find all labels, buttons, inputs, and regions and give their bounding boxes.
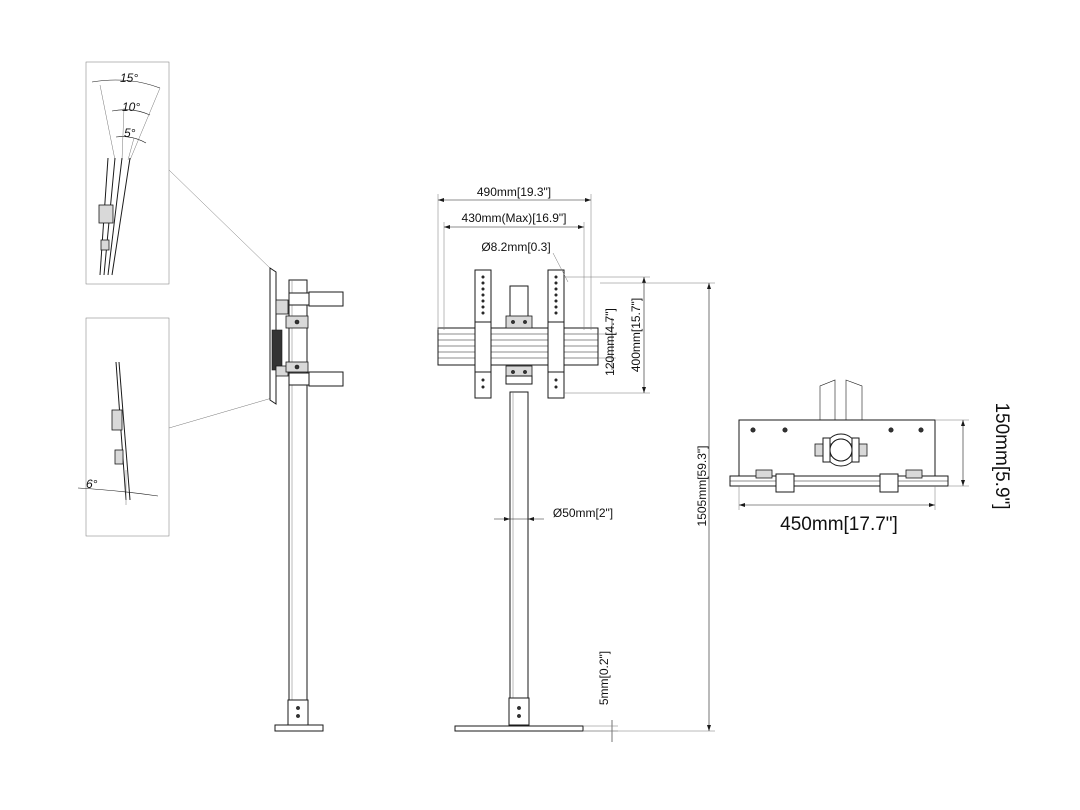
left-rail-holes: [481, 275, 485, 389]
height-400-label: 400mm[15.7"]: [629, 298, 643, 372]
top-view: 450mm[17.7"] 150mm[5.9"]: [729, 379, 1012, 535]
total-height-label: 1505mm[59.3"]: [695, 446, 709, 527]
width-430-label: 430mm(Max)[16.9"]: [462, 211, 567, 225]
side-view: [269, 267, 344, 732]
right-rail-holes: [554, 275, 558, 389]
height-120-label: 120mm[4.7"]: [603, 308, 617, 376]
tilt-angle-15-label: 15°: [120, 71, 138, 85]
detail-leader-top: [168, 169, 273, 271]
tilt-angle-10-label: 10°: [122, 100, 140, 114]
top-width-label: 450mm[17.7"]: [780, 514, 898, 535]
forward-tilt-detail-box: 6°: [77, 317, 170, 537]
width-490-label: 490mm[19.3"]: [477, 185, 551, 199]
base-thickness-label: 5mm[0.2"]: [597, 651, 611, 705]
detail-leader-bottom: [168, 397, 273, 429]
pole-diameter-label: Ø50mm[2"]: [553, 506, 613, 520]
forward-tilt-angle-label: 6°: [86, 477, 98, 491]
tilt-angle-5-label: 5°: [124, 126, 136, 140]
tilt-detail-box: 15° 10° 5°: [85, 61, 170, 285]
top-depth-label: 150mm[5.9"]: [991, 402, 1012, 509]
hole-diameter-label: Ø8.2mm[0.3]: [481, 240, 550, 254]
front-view: 490mm[19.3"] 430mm(Max)[16.9"] Ø8.2mm[0.…: [437, 185, 715, 742]
